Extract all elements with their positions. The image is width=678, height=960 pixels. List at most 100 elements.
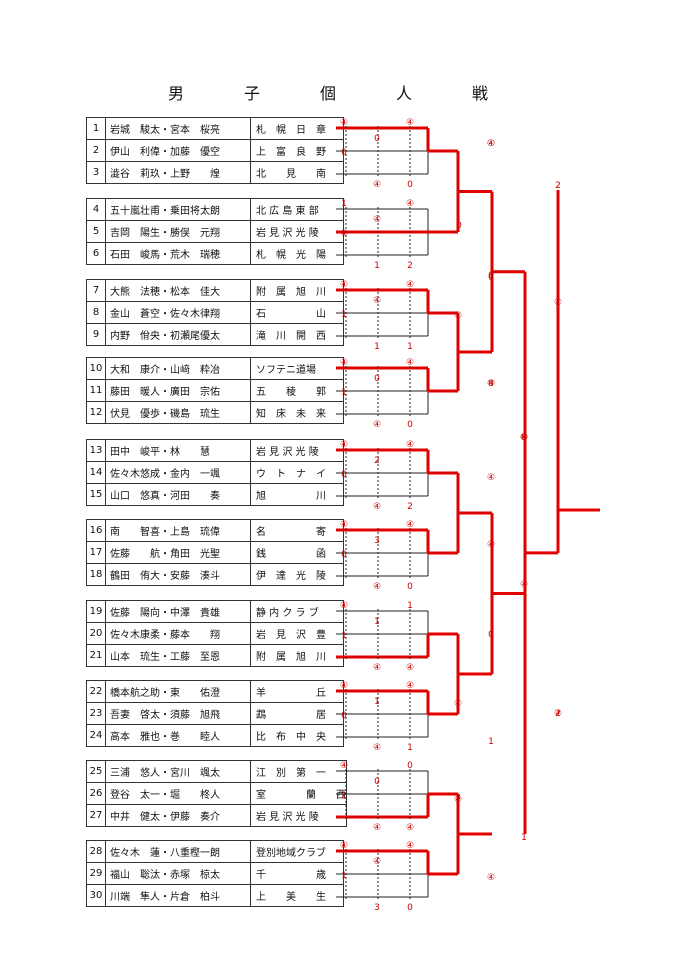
- match-score: ④: [373, 215, 381, 225]
- round-score: ④: [554, 709, 562, 719]
- match-score: 1: [374, 617, 380, 627]
- school-name: 北 見 南: [250, 161, 344, 184]
- round-score: 2: [555, 709, 561, 719]
- match-score: 2: [341, 791, 347, 801]
- match-score: ④: [406, 681, 414, 691]
- match-score: ④: [406, 280, 414, 290]
- match-score: 1: [407, 601, 413, 611]
- match-score: 1: [407, 743, 413, 753]
- match-score: ④: [340, 358, 348, 368]
- match-score: ④: [340, 841, 348, 851]
- round-score: ④: [487, 139, 495, 149]
- match-score: 1: [341, 388, 347, 398]
- match-score: 0: [341, 148, 347, 158]
- match-score: 2: [407, 502, 413, 512]
- school-name: 附 属 旭 川: [250, 644, 344, 667]
- match-score: ④: [373, 180, 381, 190]
- match-score: ④: [406, 199, 414, 209]
- match-score: 1: [341, 631, 347, 641]
- round-score: ④: [520, 580, 528, 590]
- match-score: 1: [407, 342, 413, 352]
- match-score: 0: [341, 470, 347, 480]
- match-score: ④: [373, 857, 381, 867]
- pair-names: 伏見 優歩・磯島 琉生: [105, 401, 251, 424]
- match-score: 0: [374, 777, 380, 787]
- match-score: 0: [407, 903, 413, 913]
- match-score: 1: [341, 871, 347, 881]
- pair-names: 内野 佾央・初瀬尾優太: [105, 323, 251, 346]
- match-score: ④: [373, 823, 381, 833]
- round-score: ④: [487, 379, 495, 389]
- match-score: 0: [407, 420, 413, 430]
- match-score: ④: [373, 743, 381, 753]
- round-score: 0: [488, 273, 494, 283]
- pair-names: 澁谷 莉玖・上野 煌: [105, 161, 251, 184]
- match-score: ④: [406, 823, 414, 833]
- match-score: 1: [341, 199, 347, 209]
- round-score: ④: [454, 795, 462, 805]
- match-score: ④: [340, 601, 348, 611]
- page-title: 男 子 個 人 戦: [167, 84, 510, 103]
- round-score: ④: [520, 433, 528, 443]
- round-score: 1: [521, 833, 527, 843]
- round-score: ④: [487, 139, 495, 149]
- round-score: 0: [456, 221, 462, 231]
- round-score: ④: [454, 699, 462, 709]
- match-score: ④: [406, 841, 414, 851]
- entry-number: 3: [86, 161, 106, 184]
- school-name: 比 布 中 央: [250, 724, 344, 747]
- pair-names: 川端 隼人・片倉 柏斗: [105, 884, 251, 907]
- round-score: ④: [454, 311, 462, 321]
- match-score: ④: [406, 118, 414, 128]
- match-score: 3: [374, 903, 380, 913]
- round-score: ④: [487, 540, 495, 550]
- school-name: 上 美 生: [250, 884, 344, 907]
- round-score: ④: [520, 433, 528, 443]
- match-score: ④: [373, 502, 381, 512]
- match-score: ④: [340, 118, 348, 128]
- match-score: 2: [374, 456, 380, 466]
- match-score: 0: [407, 582, 413, 592]
- match-score: 1: [341, 310, 347, 320]
- school-name: 札 幌 光 陽: [250, 242, 344, 265]
- entry-number: 24: [86, 724, 106, 747]
- match-score: 2: [407, 261, 413, 271]
- school-name: 知 床 未 来: [250, 401, 344, 424]
- match-score: ④: [340, 280, 348, 290]
- match-score: 0: [341, 550, 347, 560]
- match-score: 0: [374, 134, 380, 144]
- match-score: 1: [374, 697, 380, 707]
- round-score: ④: [554, 298, 562, 308]
- school-name: 岩 見 沢 光 陵: [250, 804, 347, 827]
- round-score: 2: [555, 181, 561, 191]
- match-score: ④: [373, 420, 381, 430]
- round-score: 0: [488, 271, 494, 281]
- match-score: 0: [374, 374, 380, 384]
